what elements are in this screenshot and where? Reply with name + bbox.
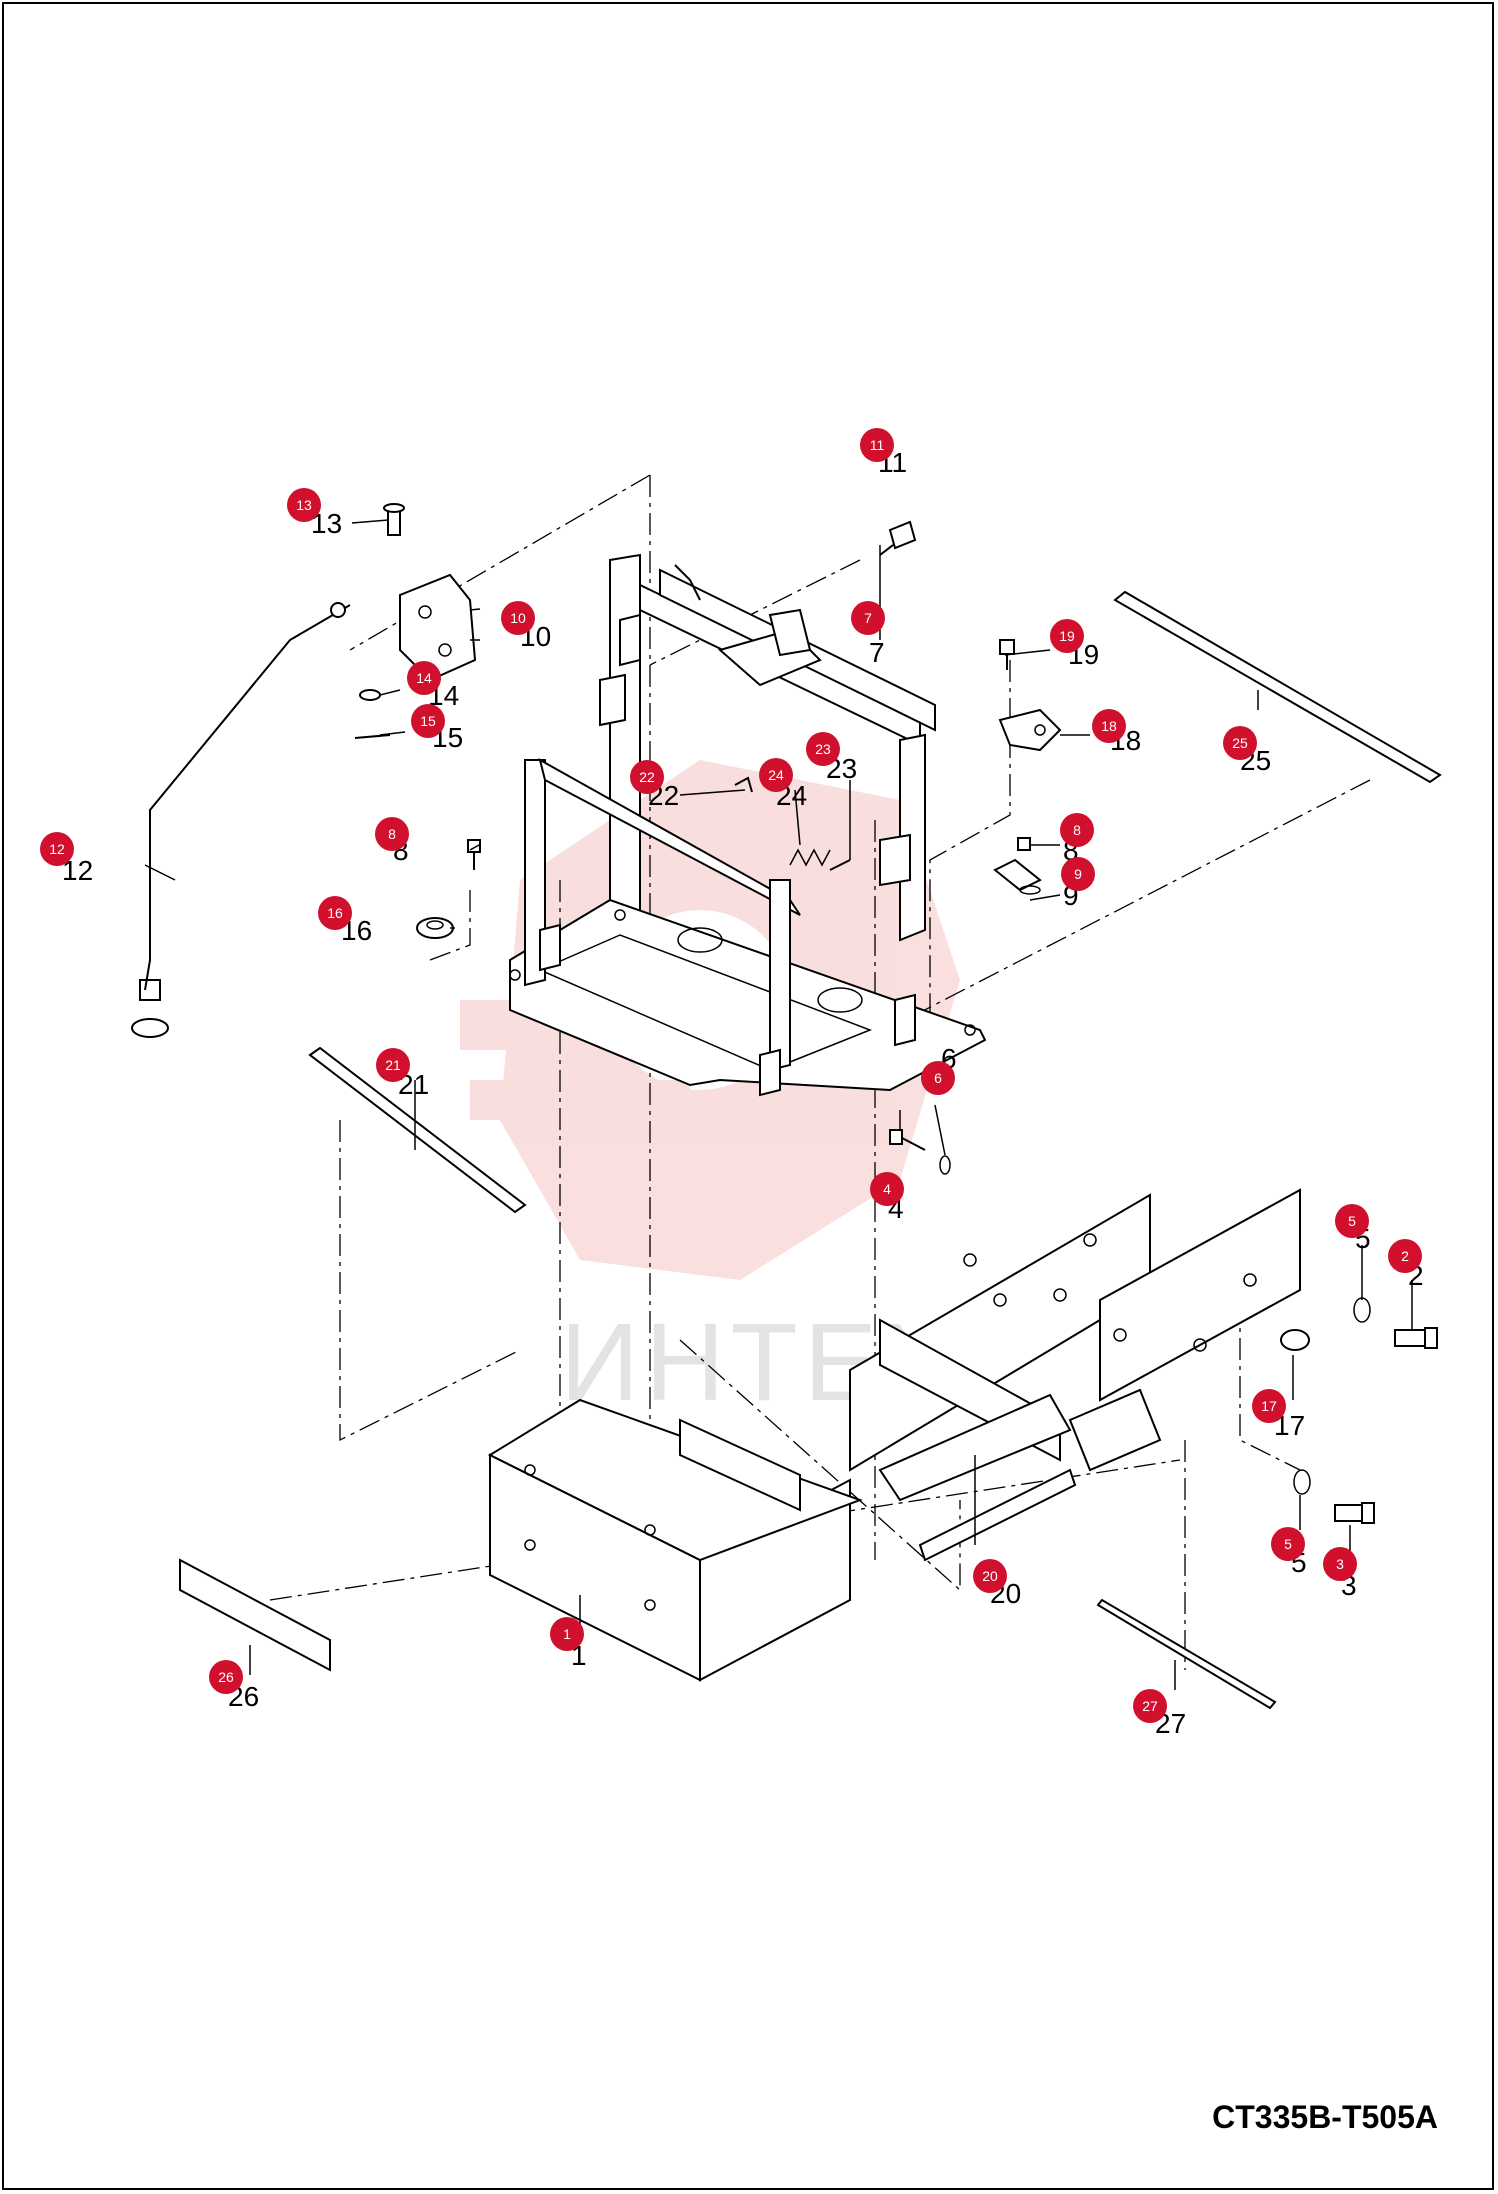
callout-number: 18: [1101, 718, 1117, 734]
callout-number: 5: [1284, 1536, 1292, 1552]
callout-number: 8: [1073, 822, 1081, 838]
callout-number: 24: [768, 767, 784, 783]
part-3-5-lower: [1293, 1469, 1375, 1524]
callout-4[interactable]: 4: [870, 1172, 904, 1206]
part-21-bar: [308, 1046, 527, 1214]
callout-3[interactable]: 3: [1323, 1547, 1357, 1581]
part-12-cable: [131, 602, 351, 1038]
callout-7[interactable]: 7: [851, 601, 885, 635]
callout-1[interactable]: 1: [550, 1617, 584, 1651]
callout-number: 19: [1059, 628, 1075, 644]
callout-12[interactable]: 12: [40, 832, 74, 866]
callout-number: 10: [510, 610, 526, 626]
callout-number: 20: [982, 1568, 998, 1584]
callout-number: 15: [420, 713, 436, 729]
part-10-bracket: [399, 573, 477, 682]
callout-number: 1: [563, 1626, 571, 1642]
callout-5b[interactable]: 5: [1271, 1527, 1305, 1561]
callout-8b[interactable]: 8: [1060, 813, 1094, 847]
callout-27[interactable]: 27: [1133, 1689, 1167, 1723]
document-code: CT335B-T505A: [1212, 2099, 1438, 2135]
callout-2[interactable]: 2: [1388, 1239, 1422, 1273]
callout-number: 13: [296, 497, 312, 513]
callout-9[interactable]: 9: [1061, 857, 1095, 891]
callout-14[interactable]: 14: [407, 661, 441, 695]
part-22-23-24: [734, 776, 851, 871]
callout-10[interactable]: 10: [501, 601, 535, 635]
callout-16[interactable]: 16: [318, 896, 352, 930]
callout-5[interactable]: 5: [1335, 1204, 1369, 1238]
callout-number: 6: [934, 1070, 942, 1086]
part-11-bolt: [879, 520, 917, 556]
callout-22[interactable]: 22: [630, 760, 664, 794]
part-8-9-right: [993, 837, 1042, 895]
callout-number: 3: [1336, 1556, 1344, 1572]
projection-lines: [269, 474, 1371, 1670]
callout-number: 21: [385, 1057, 401, 1073]
callout-number: 12: [49, 841, 65, 857]
part-label: 7: [869, 637, 885, 668]
callout-18[interactable]: 18: [1092, 709, 1126, 743]
callout-number: 2: [1401, 1248, 1409, 1264]
callout-25[interactable]: 25: [1223, 726, 1257, 760]
callout-badges: 1 2 3 4 5 5 6 7 8 8 9 10 11 12 13 14 15 …: [40, 428, 1422, 1723]
callout-number: 7: [864, 610, 872, 626]
callout-13[interactable]: 13: [287, 488, 321, 522]
callout-26[interactable]: 26: [209, 1660, 243, 1694]
part-1-chassis: [487, 1188, 1301, 1682]
callout-11[interactable]: 11: [860, 428, 894, 462]
callout-number: 17: [1261, 1398, 1277, 1414]
part-26-plate: [179, 1558, 331, 1672]
callout-21[interactable]: 21: [376, 1048, 410, 1082]
part-18-19: [998, 639, 1062, 752]
part-20-bar: [918, 1468, 1077, 1562]
callout-24[interactable]: 24: [759, 758, 793, 792]
callout-20[interactable]: 20: [973, 1559, 1007, 1593]
callout-17[interactable]: 17: [1252, 1389, 1286, 1423]
part-16-grommet: [416, 917, 454, 939]
callout-number: 8: [388, 826, 396, 842]
callout-number: 4: [883, 1181, 891, 1197]
part-27-strip: [1096, 1598, 1277, 1710]
callout-8[interactable]: 8: [375, 817, 409, 851]
callout-15[interactable]: 15: [411, 704, 445, 738]
part-25-bar: [1113, 590, 1442, 784]
callout-number: 23: [815, 741, 831, 757]
callout-6[interactable]: 6: [921, 1061, 955, 1095]
callout-number: 25: [1232, 735, 1248, 751]
part-17-cap: [1280, 1329, 1310, 1351]
callout-number: 27: [1142, 1698, 1158, 1714]
callout-number: 9: [1074, 866, 1082, 882]
part-2-5-upper: [1353, 1297, 1438, 1349]
seat-base-plate: [509, 757, 987, 1097]
callout-23[interactable]: 23: [806, 732, 840, 766]
part-13-pin: [383, 503, 405, 536]
callout-number: 5: [1348, 1213, 1356, 1229]
callout-number: 14: [416, 670, 432, 686]
callout-number: 26: [218, 1669, 234, 1685]
callout-number: 22: [639, 769, 655, 785]
part-14-15-fasteners: [354, 689, 391, 739]
callout-number: 11: [870, 437, 885, 453]
part-7-frame: [599, 553, 936, 1002]
callout-19[interactable]: 19: [1050, 619, 1084, 653]
callout-number: 16: [327, 905, 343, 921]
part-8-bolt-left: [467, 839, 481, 870]
part-4-6: [889, 1129, 951, 1175]
